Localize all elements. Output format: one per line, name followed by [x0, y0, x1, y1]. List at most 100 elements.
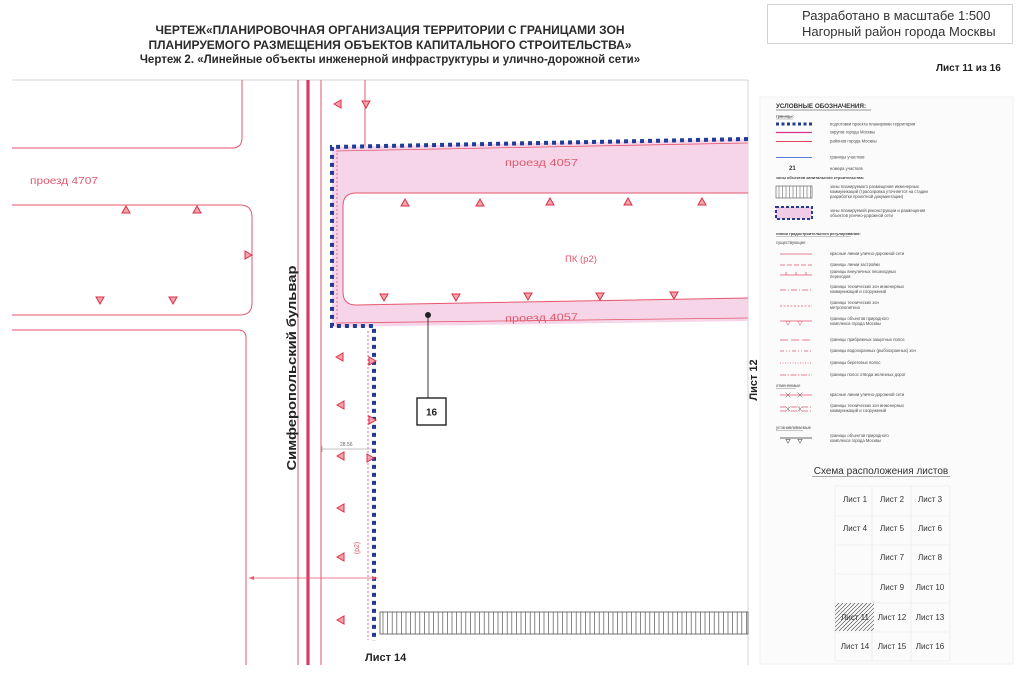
- drawing-subtitle: Чертеж 2. «Линейные объекты инженерной и…: [139, 54, 641, 66]
- natural-complex-marker: [669, 291, 679, 301]
- natural-complex-marker: [335, 400, 345, 410]
- adjacent-sheet-right: Лист 12: [748, 359, 760, 400]
- natural-complex-marker: [168, 296, 178, 306]
- natural-complex-marker: [623, 196, 633, 206]
- legend-item: границы объектов природного: [830, 316, 889, 321]
- natural-complex-marker: [697, 196, 707, 206]
- scale-text: Разработано в масштабе 1:500: [802, 8, 991, 23]
- natural-complex-marker: [361, 100, 371, 110]
- callout-anchor-dot: [425, 312, 431, 318]
- sheet-cell: Лист 6: [918, 524, 943, 533]
- callout-number: 16: [426, 408, 438, 419]
- legend-title: УСЛОВНЫЕ ОБОЗНАЧЕНИЯ:: [776, 103, 866, 110]
- road-4707-label: проезд 4707: [30, 176, 99, 187]
- sheet-cell: Лист 7: [880, 553, 905, 562]
- natural-complex-marker: [95, 296, 105, 306]
- legend-parcel-number-sample: 21: [789, 166, 796, 172]
- zone-label: ПК (р2): [565, 254, 597, 265]
- sheet-cell: Лист 5: [880, 524, 905, 533]
- scale-stamp: Разработано в масштабе 1:500 Нагорный ра…: [767, 4, 1013, 44]
- legend: УСЛОВНЫЕ ОБОЗНАЧЕНИЯ: границы: подготовк…: [775, 103, 928, 444]
- natural-complex-marker: [335, 451, 345, 461]
- sheet-cell: Лист 15: [878, 642, 907, 651]
- zone-label-vertical: (р2): [354, 542, 361, 554]
- legend-item: границы технических зон инженерных: [830, 284, 905, 289]
- natural-complex-marker: [335, 503, 345, 513]
- legend-item: комплекса города Москвы: [830, 321, 881, 326]
- sheet-cell: Лист 14: [841, 642, 870, 651]
- sheet-cell: Лист 2: [880, 495, 905, 504]
- natural-complex-marker: [379, 293, 389, 303]
- legend-boundaries-heading: границы:: [776, 114, 794, 119]
- road-red-line-inner: [342, 192, 749, 306]
- adjacent-sheet-bottom: Лист 14: [365, 652, 407, 664]
- legend-established-heading: устанавливаемые: [776, 425, 812, 430]
- map-frame: [12, 79, 1014, 665]
- legend-item: зоны планируемого размещения инженерных: [830, 184, 920, 189]
- sheet-cell: Лист 9: [880, 583, 905, 592]
- natural-complex-marker: [475, 197, 485, 207]
- legend-symbol-marks: [785, 321, 803, 444]
- legend-zones-heading: зоны объектов капитального строительства…: [776, 175, 864, 180]
- sheet-cell: Лист 13: [916, 613, 945, 622]
- natural-complex-marker: [523, 292, 533, 302]
- legend-item: коммуникаций (трассировка уточняется на …: [830, 189, 928, 194]
- legend-item: объектов улично-дорожной сети: [830, 213, 894, 218]
- natural-complex-marker: [368, 356, 378, 366]
- legend-item: границы участков: [830, 155, 865, 160]
- sheet-cell: Лист 4: [843, 524, 868, 533]
- legend-item: границы береговых полос: [830, 360, 880, 365]
- title-line-1: ЧЕРТЕЖ«ПЛАНИРОВОЧНАЯ ОРГАНИЗАЦИЯ ТЕРРИТО…: [155, 23, 625, 37]
- natural-complex-markers: [95, 99, 707, 625]
- legend-item: зоны планируемой реконструкции и размеще…: [830, 208, 925, 213]
- legend-item: комплекса города Москвы: [830, 438, 881, 443]
- natural-complex-marker: [451, 293, 461, 303]
- road-4057-lower-label: проезд 4057: [505, 312, 579, 325]
- current-sheet-hatch: [835, 603, 874, 631]
- legend-existing-heading: существующие: [776, 240, 806, 245]
- legend-item: разработки проектной документации): [830, 194, 904, 199]
- sheet-cell: Лист 8: [918, 553, 943, 562]
- sheet-cell: Лист 11: [841, 613, 869, 622]
- boulevard-label: Симферопольский бульвар: [284, 265, 299, 470]
- sheet-layout-scheme: Схема расположения листов Лист 1 Лист 2 …: [812, 466, 951, 662]
- natural-complex-marker: [244, 250, 254, 260]
- legend-item: округов города Москвы: [830, 130, 875, 135]
- title-line-2: ПЛАНИРУЕМОГО РАЗМЕЩЕНИЯ ОБЪЕКТОВ КАПИТАЛ…: [148, 38, 632, 52]
- dimension-label: 28.56: [340, 442, 353, 448]
- legend-item: границы внеуличных пешеходных: [830, 269, 897, 274]
- natural-complex-marker: [595, 292, 605, 302]
- legend-item: красные линии улично-дорожной сети: [830, 251, 905, 256]
- sheet-grid: [834, 485, 951, 662]
- legend-item: красные линии улично-дорожной сети: [830, 392, 905, 397]
- sheet-cell: Лист 10: [916, 583, 945, 592]
- legend-regulation-heading: линии градостроительного регулирования:: [776, 231, 861, 236]
- legend-item: границы технических зон: [830, 300, 879, 305]
- legend-item: границы технических зон инженерных: [830, 403, 905, 408]
- red-lines-west: [12, 80, 253, 665]
- legend-item: метрополитена: [830, 305, 860, 310]
- natural-complex-marker: [335, 615, 345, 625]
- dimension-lines: [249, 446, 377, 580]
- legend-item: границы объектов природного: [830, 433, 889, 438]
- natural-complex-marker: [334, 352, 344, 362]
- drawing-title: ЧЕРТЕЖ«ПЛАНИРОВОЧНАЯ ОРГАНИЗАЦИЯ ТЕРРИТО…: [90, 23, 690, 68]
- legend-item: номера участков: [830, 166, 863, 171]
- legend-item: коммуникаций и сооружений: [830, 408, 887, 413]
- natural-complex-marker: [366, 453, 376, 463]
- legend-item: районов города Москвы: [830, 139, 877, 144]
- sheet-counter: Лист 11 из 16: [936, 63, 1001, 74]
- natural-complex-marker: [121, 204, 131, 214]
- road-4057-upper-label: проезд 4057: [505, 158, 579, 169]
- natural-complex-marker: [400, 197, 410, 207]
- natural-complex-marker: [192, 204, 202, 214]
- natural-complex-marker: [368, 415, 378, 425]
- legend-road-zone-swatch: [775, 206, 813, 220]
- legend-item: коммуникаций и сооружений: [830, 289, 887, 294]
- sheet-scheme-title: Схема расположения листов: [814, 466, 948, 477]
- sheet-cell: Лист 3: [918, 495, 943, 504]
- legend-cancelled-heading: отменяемые: [776, 383, 801, 388]
- legend-item: подготовки проекта планировки территории: [830, 122, 916, 127]
